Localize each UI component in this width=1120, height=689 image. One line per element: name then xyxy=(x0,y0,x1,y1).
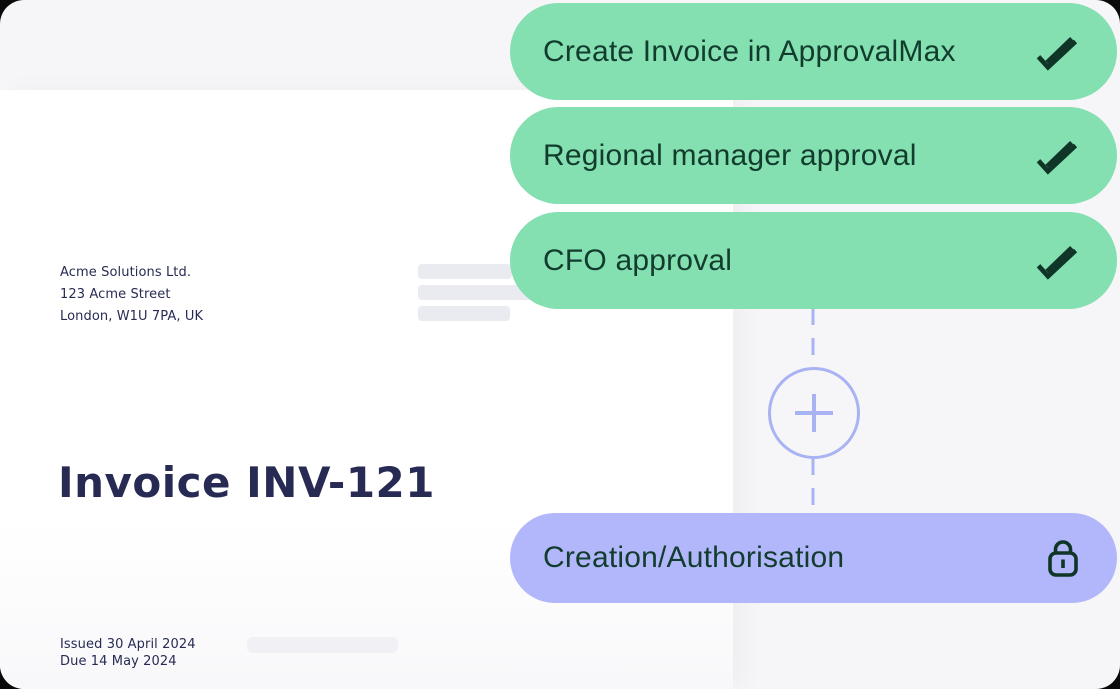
plus-icon xyxy=(795,394,833,432)
invoice-dates: Issued 30 April 2024 Due 14 May 2024 xyxy=(60,636,196,670)
placeholder-bar xyxy=(418,264,512,279)
step-label: CFO approval xyxy=(543,243,733,277)
invoice-title: Invoice INV-121 xyxy=(58,458,435,507)
due-date: Due 14 May 2024 xyxy=(60,654,177,669)
invoice-company-address: Acme Solutions Ltd. 123 Acme Street Lond… xyxy=(60,262,203,328)
lock-icon xyxy=(1045,537,1081,579)
add-step-button[interactable] xyxy=(768,367,860,459)
workflow-step-create-invoice[interactable]: Create Invoice in ApprovalMax xyxy=(510,3,1117,100)
address-line-2: London, W1U 7PA, UK xyxy=(60,309,204,324)
double-check-icon xyxy=(1034,137,1081,175)
placeholder-bar xyxy=(418,285,540,300)
company-name: Acme Solutions Ltd. xyxy=(60,265,192,280)
step-label: Regional manager approval xyxy=(543,138,917,172)
address-line-1: 123 Acme Street xyxy=(60,287,171,302)
double-check-icon xyxy=(1034,242,1081,280)
placeholder-bar xyxy=(418,306,510,321)
double-check-icon xyxy=(1034,33,1081,71)
step-label: Create Invoice in ApprovalMax xyxy=(543,34,956,68)
placeholder-bar xyxy=(247,637,398,653)
workflow-step-cfo-approval[interactable]: CFO approval xyxy=(510,212,1117,309)
workflow-step-regional-manager[interactable]: Regional manager approval xyxy=(510,107,1117,204)
workflow-stage-creation-authorisation[interactable]: Creation/Authorisation xyxy=(510,513,1117,603)
stage-label: Creation/Authorisation xyxy=(543,541,845,574)
issued-date: Issued 30 April 2024 xyxy=(60,637,196,652)
